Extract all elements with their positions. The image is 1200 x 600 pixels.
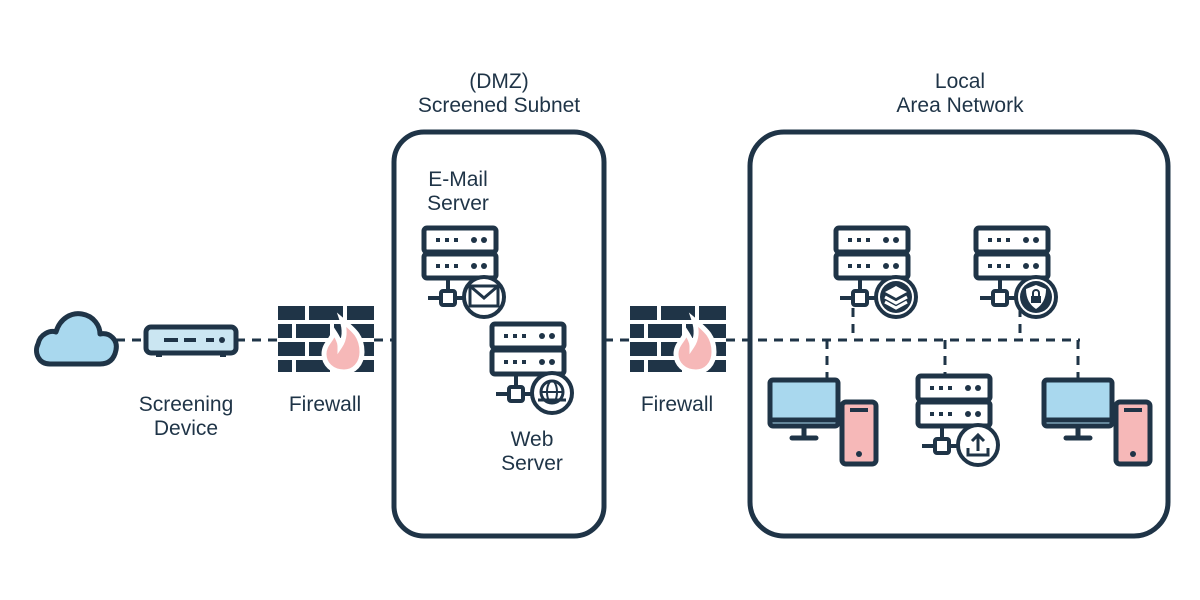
firewall-label: Firewall <box>288 393 362 416</box>
firewall-label: Firewall <box>640 393 714 416</box>
upload-icon <box>966 432 990 457</box>
dmz-zone-title: (DMZ) Screened Subnet <box>417 70 581 117</box>
screening-device-icon <box>143 324 239 357</box>
workstation-icon <box>1044 380 1150 464</box>
dmz-zone-box <box>391 129 607 539</box>
email-server-icon <box>424 228 504 317</box>
cloud-icon <box>34 311 119 367</box>
firewall-icon <box>630 306 726 372</box>
monitor-icon <box>1044 380 1150 464</box>
shield-lock-icon <box>1020 281 1052 313</box>
lan-zone-box <box>747 129 1171 539</box>
workstation-icon <box>770 380 876 464</box>
lan-security-server-icon <box>976 228 1056 317</box>
lan-server-icon <box>836 228 916 317</box>
layers-icon <box>880 281 912 313</box>
monitor-icon <box>770 380 876 464</box>
web-server-icon <box>492 324 572 413</box>
web-server-label: Web Server <box>501 428 563 475</box>
connection-lines <box>116 308 1080 380</box>
lan-upload-server-icon <box>918 376 998 465</box>
lan-zone-title: Local Area Network <box>896 70 1024 117</box>
mail-icon <box>468 284 500 308</box>
screening-device-label: Screening Device <box>138 393 234 440</box>
email-server-label: E-Mail Server <box>427 168 489 215</box>
globe-icon <box>538 379 566 405</box>
firewall-icon <box>278 306 374 372</box>
